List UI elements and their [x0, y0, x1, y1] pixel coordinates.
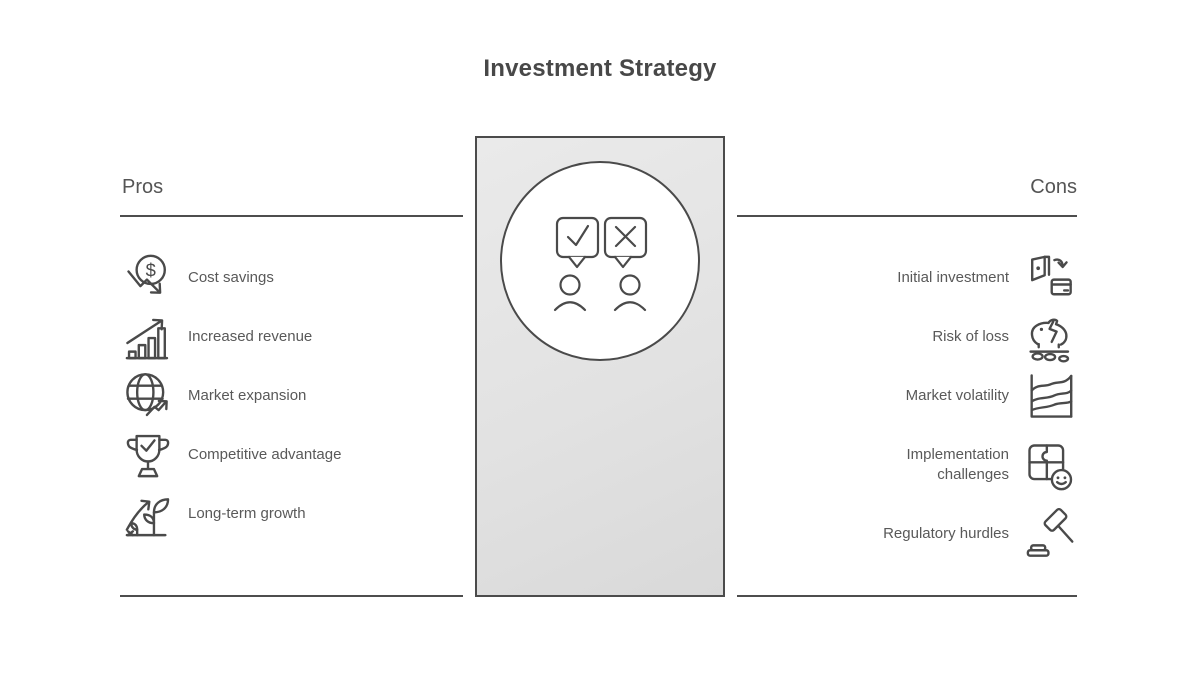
pros-header: Pros — [122, 176, 164, 198]
money-to-card-icon — [1021, 250, 1077, 306]
puzzle-smiley-icon — [1021, 437, 1077, 493]
decision-circle-illustration — [500, 161, 700, 361]
cons-item-initial-investment: Initial investment — [737, 250, 1077, 306]
cons-item-implementation-challenges: Implementation challenges — [737, 437, 1077, 493]
pros-item-increased-revenue: Increased revenue — [120, 309, 463, 365]
page-title: Investment Strategy — [483, 55, 717, 82]
pros-item-competitive-advantage: Competitive advantage — [120, 427, 463, 483]
pros-item-label: Competitive advantage — [188, 446, 342, 463]
pros-item-label: Cost savings — [188, 269, 274, 286]
cons-bottom-divider — [737, 595, 1077, 597]
cons-item-label: Initial investment — [897, 269, 1009, 286]
cons-item-regulatory-hurdles: Regulatory hurdles — [737, 506, 1077, 562]
cons-top-divider — [737, 215, 1077, 217]
cons-item-label: Implementation challenges — [906, 446, 1009, 483]
cons-header: Cons — [1030, 176, 1077, 198]
pros-top-divider — [120, 215, 463, 217]
cons-item-label: Regulatory hurdles — [883, 525, 1009, 542]
pros-item-label: Increased revenue — [188, 328, 313, 345]
plant-growth-arrow-icon — [120, 486, 176, 542]
pros-item-long-term-growth: Long-term growth — [120, 486, 463, 542]
dollar-drop-icon: $ — [120, 250, 176, 306]
cons-item-risk-of-loss: Risk of loss — [737, 309, 1077, 365]
globe-trend-icon — [120, 368, 176, 424]
pros-item-cost-savings: $ Cost savings — [120, 250, 463, 306]
pros-bottom-divider — [120, 595, 463, 597]
trophy-check-icon — [120, 427, 176, 483]
pros-item-label: Long-term growth — [188, 505, 306, 522]
bar-chart-arrow-icon — [120, 309, 176, 365]
broken-piggy-bank-icon — [1021, 309, 1077, 365]
wave-chart-icon — [1021, 368, 1077, 424]
cons-item-label: Risk of loss — [932, 328, 1009, 345]
cons-item-market-volatility: Market volatility — [737, 368, 1077, 424]
center-panel — [475, 136, 725, 597]
approve-reject-people-icon — [553, 216, 648, 312]
pros-item-market-expansion: Market expansion — [120, 368, 463, 424]
gavel-icon — [1021, 506, 1077, 562]
cons-item-label: Market volatility — [905, 387, 1009, 404]
pros-item-label: Market expansion — [188, 387, 307, 404]
svg-text:$: $ — [146, 259, 156, 280]
